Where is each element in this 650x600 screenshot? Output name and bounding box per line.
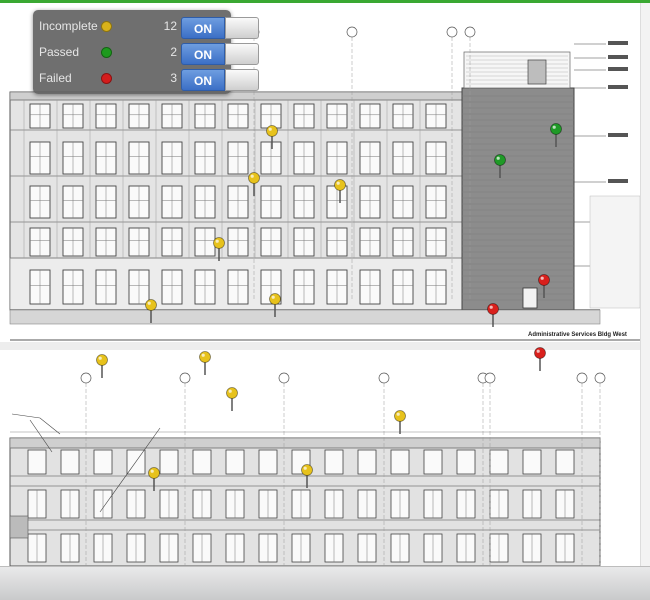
leader-line [29,419,53,453]
window [489,449,509,475]
incomplete-toggle[interactable]: ON [181,17,259,39]
pin-failed[interactable] [538,274,550,299]
annotation-text [608,85,628,89]
incomplete-label: Incomplete [39,19,98,33]
window [555,449,575,475]
tower-door [522,287,538,309]
window [423,449,443,475]
passed-toggle[interactable]: ON [181,43,259,65]
drawing-title: Administrative Services Bldg West [528,332,627,338]
pin-incomplete[interactable] [394,410,406,435]
passed-dot-icon [101,47,112,58]
leader-line [11,413,61,435]
filter-row-passed: Passed 2 ON [33,40,259,66]
pin-incomplete[interactable] [145,299,157,324]
pin-failed[interactable] [534,347,546,372]
incomplete-toggle-label: ON [181,17,225,39]
annotation-text [608,55,628,59]
annotation-text [608,41,628,45]
window [225,449,245,475]
incomplete-count: 12 [163,19,177,33]
grid-bubble [446,26,458,38]
window [93,449,113,475]
window [258,449,278,475]
pin-incomplete[interactable] [96,354,108,379]
pin-failed[interactable] [487,303,499,328]
annotation-text [608,133,628,137]
toggle-knob[interactable] [225,43,259,65]
passed-count: 2 [170,45,177,59]
toggle-knob[interactable] [225,69,259,91]
window [192,449,212,475]
equipment-box [9,515,29,539]
pin-incomplete[interactable] [148,467,160,492]
pin-incomplete[interactable] [213,237,225,262]
foundation-band [9,309,601,325]
failed-toggle-label: ON [181,69,225,91]
grid-bubble [594,372,606,384]
grid-bubble [278,372,290,384]
pin-incomplete[interactable] [301,464,313,489]
grid-bubble [80,372,92,384]
pin-incomplete[interactable] [199,351,211,376]
stair-tower [461,87,575,311]
window [522,449,542,475]
right-gutter [640,3,650,569]
window [456,449,476,475]
top-accent-bar [0,0,650,3]
passed-label: Passed [39,45,80,59]
pin-passed[interactable] [494,154,506,179]
pin-incomplete[interactable] [226,387,238,412]
window [27,449,47,475]
grid-bubble [576,372,588,384]
failed-toggle[interactable]: ON [181,69,259,91]
elevation-drawing[interactable] [0,0,640,566]
toggle-knob[interactable] [225,17,259,39]
roof-screen [463,51,571,89]
failed-label: Failed [39,71,72,85]
leader-line [99,427,161,513]
pin-incomplete[interactable] [248,172,260,197]
pin-incomplete[interactable] [266,125,278,150]
status-filter-panel: Incomplete 12 ON Passed 2 ON Failed 3 ON [33,10,259,94]
pin-incomplete[interactable] [269,293,281,318]
annotation-text [608,179,628,183]
failed-count: 3 [170,71,177,85]
window [159,449,179,475]
grid-bubble [179,372,191,384]
window [324,449,344,475]
filter-row-incomplete: Incomplete 12 ON [33,14,259,40]
upper-elevation [0,26,640,350]
window [390,449,410,475]
incomplete-dot-icon [101,21,112,32]
window [357,449,377,475]
bottom-toolbar [0,566,650,600]
grid-bubble [464,26,476,38]
issue-pins [96,123,562,492]
window [60,449,80,475]
grid-bubble [484,372,496,384]
grid-bubble [346,26,358,38]
pin-incomplete[interactable] [334,179,346,204]
filter-row-failed: Failed 3 ON [33,66,259,92]
failed-dot-icon [101,73,112,84]
roof-vent [527,59,547,85]
side-section [589,195,640,309]
grid-bubble [378,372,390,384]
pin-passed[interactable] [550,123,562,148]
annotation-text [608,67,628,71]
passed-toggle-label: ON [181,43,225,65]
lower-parapet [9,437,601,449]
